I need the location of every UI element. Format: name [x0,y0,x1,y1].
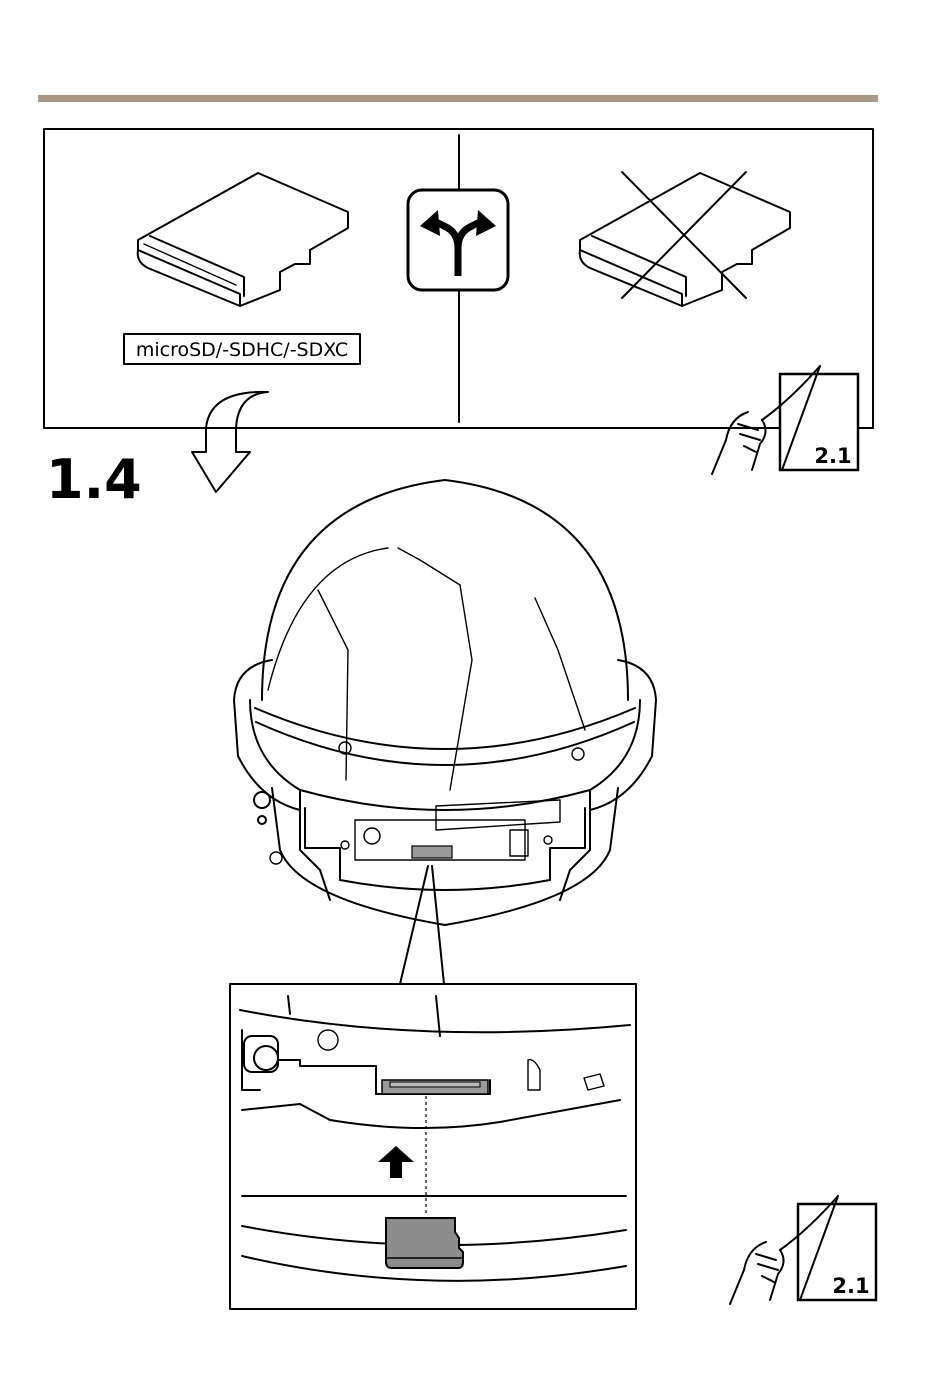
insert-direction-arrow-icon [378,1146,414,1178]
microsd-card-insert-icon [386,1218,463,1268]
card-type-label: microSD/-SDHC/-SDXC [136,339,348,361]
step-number: 1.4 [46,448,142,511]
slot-detail-panel [230,984,636,1309]
page-ref-top: 2.1 [712,366,858,474]
camera-dome-illustration [234,480,656,925]
page-ref-label: 2.1 [832,1274,869,1298]
down-arrow-icon [192,392,268,492]
page-ref-label: 2.1 [814,444,851,468]
fork-arrow-icon [408,190,508,290]
crossed-out-card-icon [580,172,790,306]
microsd-card-icon [138,173,348,306]
card-label-box: microSD/-SDHC/-SDXC [124,334,360,364]
page-ref-bottom: 2.1 [730,1196,876,1304]
header-rule [38,95,878,102]
card-compatibility-panel: microSD/-SDHC/-SDXC [44,129,873,474]
